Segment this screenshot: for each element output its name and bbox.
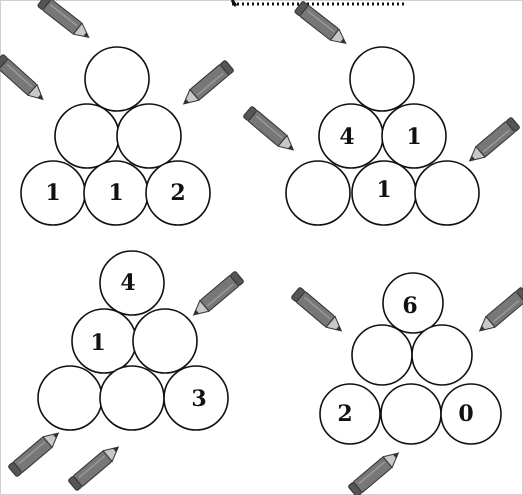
pencil-icon <box>188 270 245 321</box>
number-label: 1 <box>108 180 123 206</box>
circle-bottom-right[interactable] <box>145 160 211 226</box>
circle-bottom-right[interactable] <box>414 160 480 226</box>
circle-bottom-left[interactable] <box>319 383 381 445</box>
circle-bottom-left[interactable] <box>37 365 103 431</box>
number-label: 4 <box>339 124 354 150</box>
circle-middle-right[interactable] <box>116 103 182 169</box>
number-label: 1 <box>376 177 391 203</box>
number-label: 1 <box>45 180 60 206</box>
circle-top[interactable] <box>99 250 165 316</box>
circle-top[interactable] <box>382 272 444 334</box>
answer-dots <box>230 0 405 7</box>
number-label: 3 <box>191 386 206 412</box>
number-label: 1 <box>90 330 105 356</box>
pencil-icon <box>7 427 64 478</box>
pencil-icon <box>290 286 347 337</box>
pencil-icon <box>293 0 351 50</box>
puzzle-4: 6 2 0 <box>319 272 502 445</box>
circle-middle-right[interactable] <box>411 324 473 386</box>
pencil-icon <box>178 59 235 110</box>
circle-middle-left[interactable] <box>351 324 413 386</box>
pencil-icon <box>474 286 523 337</box>
circle-top[interactable] <box>349 46 415 112</box>
circle-bottom-middle[interactable] <box>99 365 165 431</box>
pencil-icon <box>0 53 49 106</box>
number-label: 4 <box>120 270 135 296</box>
puzzle-2: 4 1 1 <box>285 46 480 226</box>
circle-top[interactable] <box>84 46 150 112</box>
puzzle-1: 1 1 2 <box>20 46 211 226</box>
number-label: 1 <box>406 124 421 150</box>
pencil-icon <box>347 447 404 495</box>
number-label: 2 <box>170 180 185 206</box>
puzzle-3: 4 1 3 <box>37 250 229 431</box>
circle-middle-right[interactable] <box>132 308 198 374</box>
number-label: 6 <box>402 293 417 319</box>
circle-bottom-right[interactable] <box>163 365 229 431</box>
number-label: 0 <box>458 401 473 427</box>
number-label: 2 <box>337 401 352 427</box>
pencil-icon <box>67 441 124 492</box>
circle-bottom-right[interactable] <box>440 383 502 445</box>
pencil-icon <box>36 0 94 44</box>
circle-middle-left[interactable] <box>54 103 120 169</box>
pencil-icon <box>242 105 299 156</box>
circle-bottom-middle[interactable] <box>380 383 442 445</box>
pencil-icon <box>464 116 521 167</box>
circle-bottom-left[interactable] <box>285 160 351 226</box>
circle-middle-right[interactable] <box>381 103 447 169</box>
